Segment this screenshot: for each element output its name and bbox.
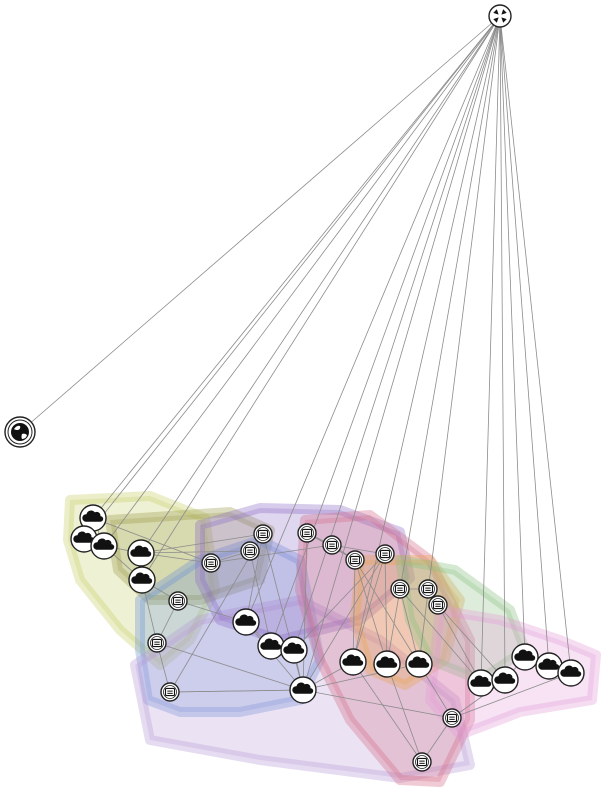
edge-hub-c5: [141, 15, 501, 581]
edge-c9-s14: [302, 689, 453, 719]
cloud-icon[interactable]: [79, 504, 107, 532]
cloud-icon[interactable]: [511, 643, 539, 671]
edge-hub-c13: [480, 15, 501, 684]
cloud-icon[interactable]: [339, 648, 367, 676]
cloud-icon[interactable]: [373, 650, 401, 678]
globe-icon[interactable]: [4, 416, 36, 448]
edge-s1-s8: [210, 544, 333, 564]
cloud-icon[interactable]: [405, 650, 433, 678]
edge-s10-c11: [384, 553, 388, 665]
edge-s9-c12: [354, 559, 420, 665]
server-icon[interactable]: [201, 553, 221, 573]
edge-s13-c13: [437, 604, 482, 684]
cloud-icon[interactable]: [467, 669, 495, 697]
edge-hub-c11: [386, 15, 501, 665]
server-icon[interactable]: [160, 682, 180, 702]
cloud-icon[interactable]: [289, 676, 317, 704]
edge-c9-s7: [302, 532, 308, 691]
edge-c4-s2: [140, 550, 251, 554]
edge-s9-c10: [352, 559, 356, 663]
edge-s5-c6: [245, 533, 264, 623]
server-icon[interactable]: [412, 752, 432, 772]
cloud-icon[interactable]: [232, 608, 260, 636]
edge-hub-c4: [140, 15, 501, 554]
cloud-icon[interactable]: [557, 659, 585, 687]
server-icon[interactable]: [322, 535, 342, 555]
edge-c9-s4: [156, 642, 304, 691]
server-icon[interactable]: [428, 595, 448, 615]
edge-hub-c1: [92, 15, 501, 519]
server-icon[interactable]: [345, 550, 365, 570]
edge-hub-c2: [83, 15, 501, 540]
edge-c7-s2: [249, 550, 272, 647]
server-icon[interactable]: [390, 579, 410, 599]
edge-hub-c3: [103, 15, 501, 547]
cloud-icon[interactable]: [257, 632, 285, 660]
edge-c9-s10: [302, 553, 386, 691]
edge-s13-c14: [437, 604, 506, 681]
cloud-icon[interactable]: [280, 636, 308, 664]
hub-icon[interactable]: [488, 4, 512, 28]
server-icon[interactable]: [297, 523, 317, 543]
cloud-icon[interactable]: [491, 666, 519, 694]
edge-c11-s15: [386, 663, 423, 763]
nodes: [4, 4, 585, 772]
edge-hub-globe: [19, 15, 501, 433]
cloud-icon[interactable]: [128, 566, 156, 594]
edge-c10-s15: [352, 661, 423, 763]
edge-hub-c15: [499, 15, 526, 658]
server-icon[interactable]: [442, 708, 462, 728]
edge-c8-s10: [293, 553, 386, 651]
edge-s6-c9: [169, 689, 304, 693]
edge-c9-s5: [262, 533, 304, 691]
edge-hub-c17: [499, 15, 572, 674]
server-icon[interactable]: [375, 544, 395, 564]
edge-s14-c17: [451, 672, 572, 719]
edge-hub-c6: [245, 15, 501, 623]
edge-s10-c10: [352, 553, 386, 663]
edge-hub-c14: [499, 15, 506, 681]
server-icon[interactable]: [418, 579, 438, 599]
server-icon[interactable]: [240, 541, 260, 561]
edge-hub-c9: [302, 15, 501, 691]
edge-hub-c16: [499, 15, 550, 667]
edge-c1-s1: [92, 517, 212, 564]
server-icon[interactable]: [147, 633, 167, 653]
edge-hub-c12: [418, 15, 501, 665]
edge-s9-c11: [354, 559, 388, 665]
edge-c4-s5: [140, 533, 264, 554]
server-icon[interactable]: [168, 591, 188, 611]
cloud-icon[interactable]: [127, 539, 155, 567]
server-icon[interactable]: [253, 524, 273, 544]
edge-s11-c13: [399, 588, 482, 684]
cloud-icon[interactable]: [90, 532, 118, 560]
